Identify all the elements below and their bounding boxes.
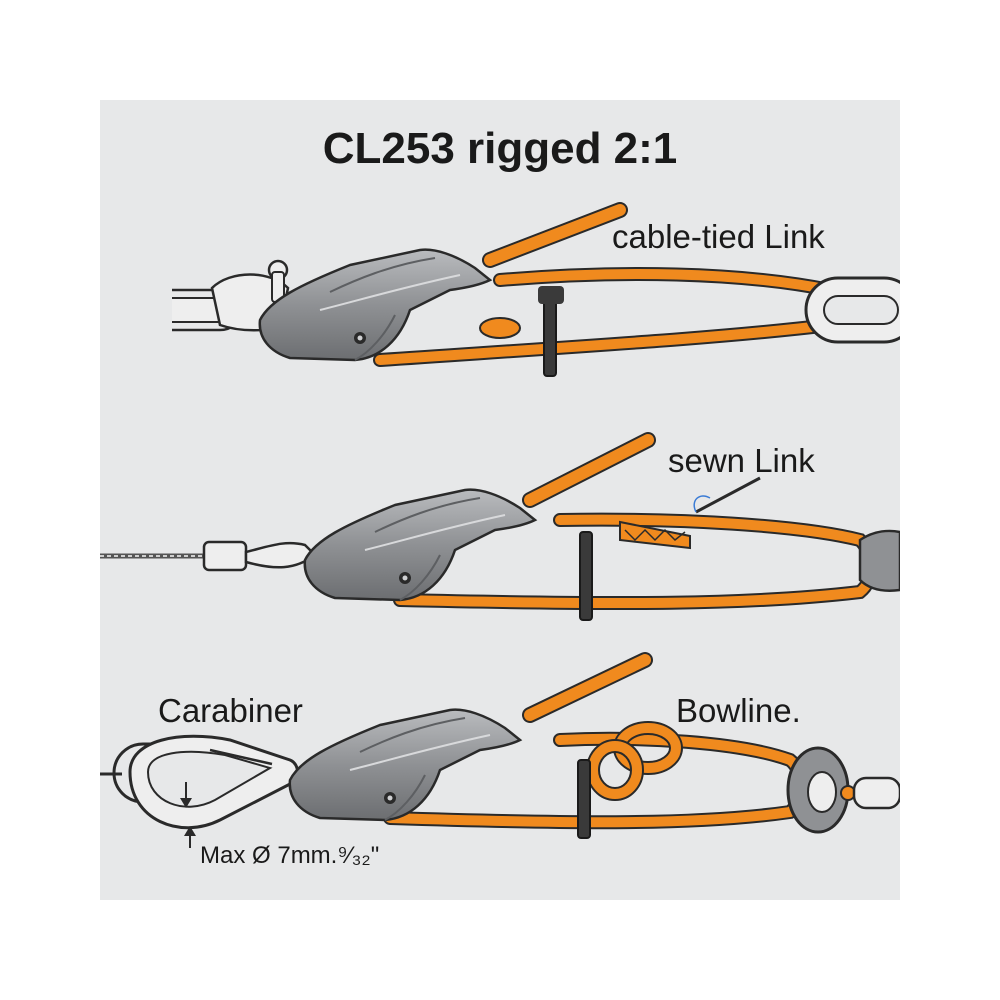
carabiner-label: Carabiner xyxy=(158,692,303,729)
page-title: CL253 rigged 2:1 xyxy=(322,124,678,173)
row-carabiner-bowline xyxy=(100,652,900,848)
sewn-link-label: sewn Link xyxy=(668,442,815,479)
cable-tied-link-label: cable-tied Link xyxy=(612,218,825,255)
diagram-stage: CL253 rigged 2:1 cable-tied Link sewn Li… xyxy=(100,100,900,900)
row-sewn xyxy=(100,432,900,621)
row-cable-tied xyxy=(172,202,900,377)
rigging-illustration xyxy=(100,202,900,848)
max-diameter-label: Max Ø 7mm.⁹⁄₃₂" xyxy=(200,842,380,869)
bowline-label: Bowline. xyxy=(676,692,801,729)
bowline-knot xyxy=(586,721,683,801)
